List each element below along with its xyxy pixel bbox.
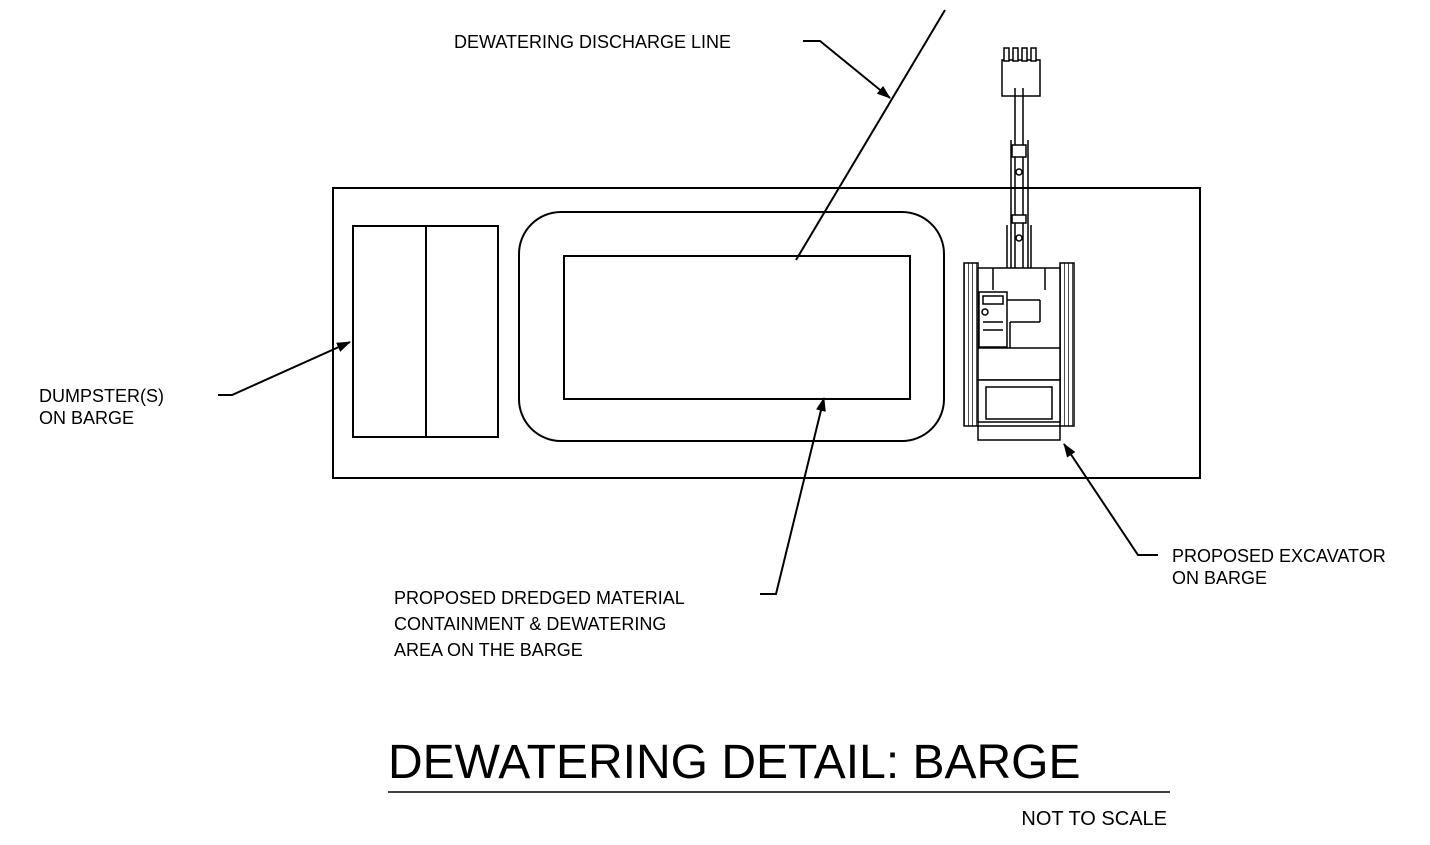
excavator-track-left <box>963 262 979 427</box>
dewatering-area-inner <box>563 255 911 400</box>
containment-label-line-1: PROPOSED DREDGED MATERIAL <box>394 588 685 608</box>
containment-label: PROPOSED DREDGED MATERIAL CONTAINMENT & … <box>394 585 685 663</box>
excavator-track-right <box>1059 262 1075 427</box>
containment-label-line-2: CONTAINMENT & DEWATERING <box>394 614 667 634</box>
containment-leader <box>760 397 826 595</box>
containment-label-line-3: AREA ON THE BARGE <box>394 640 583 660</box>
excavator-counterweight <box>977 379 1061 441</box>
dumpster-leader <box>218 341 351 396</box>
containment-area <box>518 211 945 442</box>
discharge-pipe <box>795 9 946 261</box>
barge-outline <box>332 187 1201 479</box>
dumpster-label-line-1: DUMPSTER(S) <box>39 386 164 406</box>
discharge-leader <box>803 40 891 99</box>
dumpster-label: DUMPSTER(S) ON BARGE <box>39 385 164 429</box>
discharge-line-text: DEWATERING DISCHARGE LINE <box>454 32 732 52</box>
excavator <box>963 47 1075 441</box>
scale-note: NOT TO SCALE <box>1021 808 1167 830</box>
dumpster-label-line-2: ON BARGE <box>39 408 135 428</box>
excavator-label-line-1: PROPOSED EXCAVATOR <box>1172 546 1386 566</box>
containment-berm <box>518 211 945 442</box>
leader-lines <box>218 9 1158 595</box>
excavator-label: PROPOSED EXCAVATOR ON BARGE <box>1172 545 1386 589</box>
excavator-house <box>977 267 1061 381</box>
detail-title: DEWATERING DETAIL: BARGE <box>388 736 1081 789</box>
dumpster-group <box>352 225 499 438</box>
excavator-bucket <box>1001 47 1041 97</box>
dumpster-right <box>425 225 499 438</box>
discharge-line-label: DEWATERING DISCHARGE LINE <box>454 31 731 53</box>
excavator-label-line-2: ON BARGE <box>1172 568 1268 588</box>
dumpster-left <box>352 225 427 438</box>
excavator-leader <box>1063 443 1158 556</box>
